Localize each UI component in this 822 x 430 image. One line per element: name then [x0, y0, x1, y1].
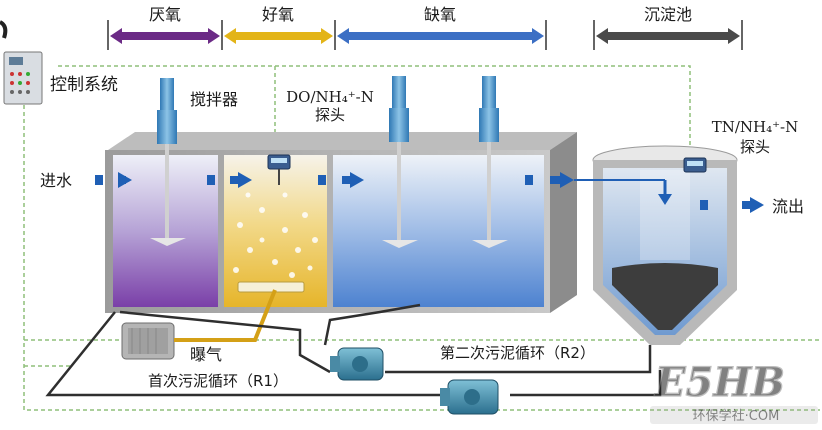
watermark-text: 环保学社·COM [693, 408, 780, 424]
control-panel [3, 51, 43, 105]
outflow-label: 流出 [772, 197, 804, 216]
aeration-label: 曝气 [190, 345, 222, 364]
anoxic-compartment [333, 155, 544, 307]
do-probe-label-line1: DO/NH₄⁺-N [286, 88, 374, 106]
zone-arrows: 厌氧 好氧 缺氧 沉淀池 [107, 5, 743, 50]
settling-zone-arrow [596, 28, 740, 44]
anoxic-zone-arrow [337, 28, 544, 44]
reactor-tank [105, 132, 577, 313]
zone-label-anaerobic: 厌氧 [149, 5, 181, 24]
watermark-logo: E5HB [654, 359, 785, 406]
recycle-pump-2 [440, 379, 499, 415]
zone-label-settling: 沉淀池 [644, 5, 692, 24]
inflow-label: 进水 [40, 171, 72, 190]
control-system-label: 控制系统 [50, 75, 118, 95]
watermark: E5HB 环保学社·COM [650, 358, 818, 424]
tn-probe-label-line2: 探头 [740, 138, 770, 156]
anaerobic-zone-arrow [110, 28, 220, 44]
aerobic-zone-arrow [224, 28, 333, 44]
do-probe [267, 154, 291, 185]
mixer-1 [150, 78, 186, 246]
aeration-diffuser [237, 281, 305, 293]
mixer-label: 搅拌器 [190, 90, 238, 109]
blower [121, 322, 175, 360]
air-bubbles [233, 192, 318, 278]
zone-label-anoxic: 缺氧 [424, 5, 456, 24]
recycle1-label: 首次污泥循环（R1） [148, 372, 288, 390]
flow-arrows [95, 172, 764, 213]
recycle-pump-1 [330, 347, 384, 381]
edge-mark [0, 20, 8, 39]
tn-probe-label-line1: TN/NH₄⁺-N [712, 118, 799, 136]
mixer-2 [382, 76, 418, 248]
do-probe-label-line2: 探头 [315, 106, 345, 124]
air-pipe [174, 289, 277, 342]
zone-label-aerobic: 好氧 [262, 5, 294, 24]
clarifier [592, 145, 738, 345]
sludge-pipes [45, 303, 662, 397]
mixer-3 [472, 76, 508, 248]
control-lines [23, 65, 820, 411]
recycle2-label: 第二次污泥循环（R2） [440, 344, 595, 362]
tn-probe [683, 157, 707, 173]
